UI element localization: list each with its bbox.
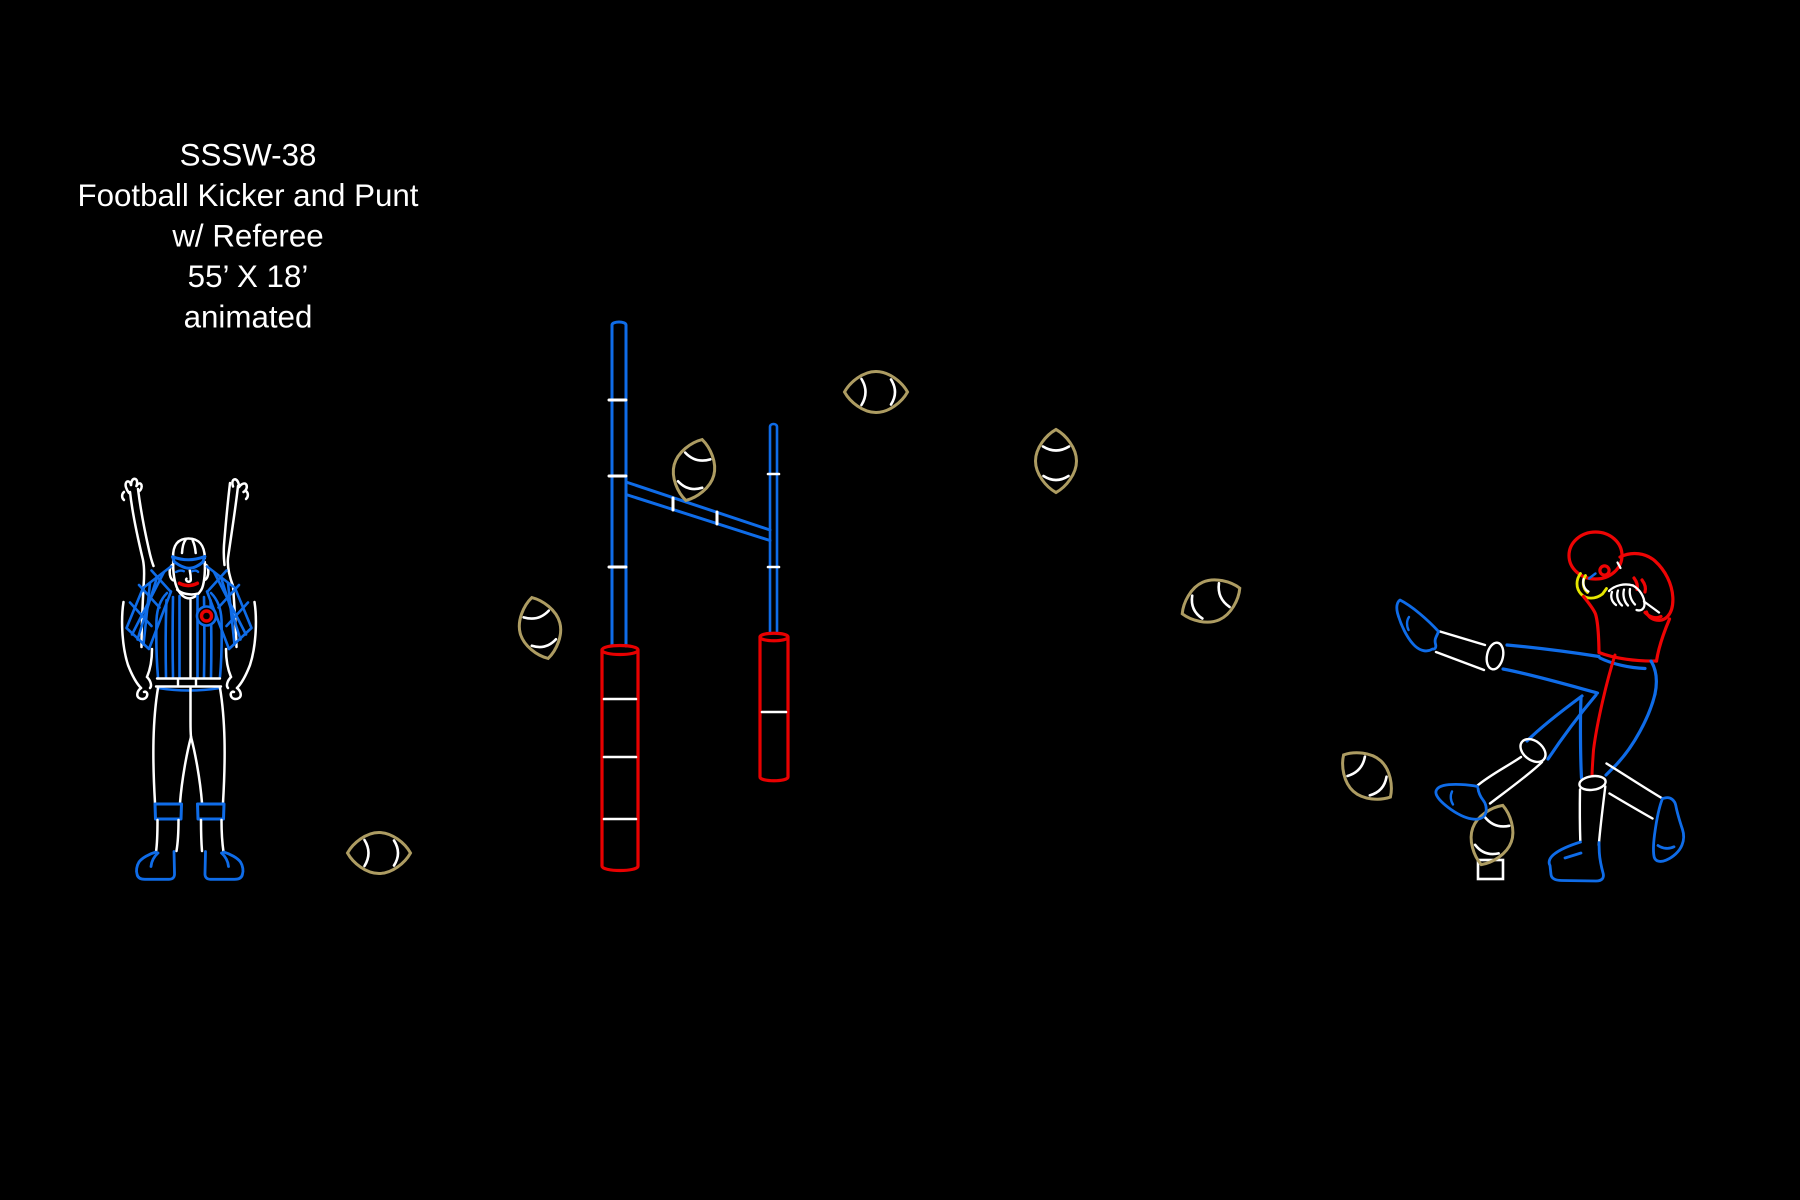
svg-text:SSSW-38: SSSW-38 [180,138,317,173]
svg-text:55’ X 18’: 55’ X 18’ [188,259,309,294]
svg-text:w/ Referee: w/ Referee [171,219,323,254]
svg-text:Football Kicker and Punt: Football Kicker and Punt [78,178,419,213]
svg-text:animated: animated [184,300,313,335]
